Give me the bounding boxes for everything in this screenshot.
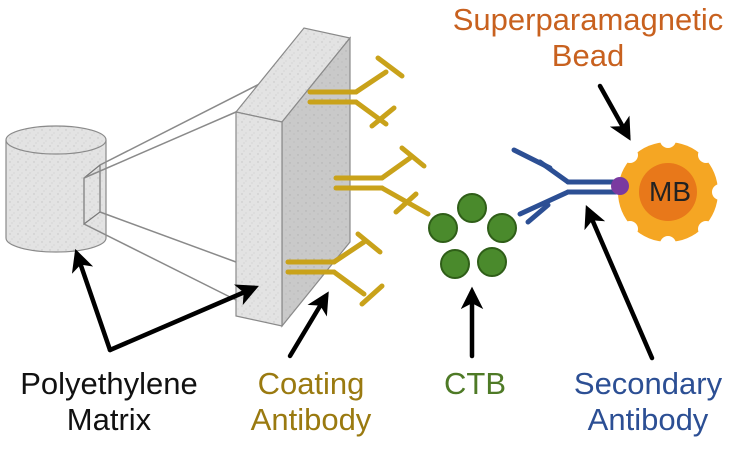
- label-superparamagnetic-bead: Superparamagnetic Bead: [438, 2, 738, 74]
- coating-antibody-2: [333, 145, 431, 217]
- label-polyethylene: Polyethylene: [20, 366, 198, 401]
- coating-antibody-3: [285, 231, 385, 307]
- arrow-coating: [287, 291, 329, 359]
- label-secondary-antibody: Secondary Antibody: [548, 366, 748, 438]
- label-ctb: CTB: [430, 366, 520, 402]
- matrix-slab: [234, 27, 352, 328]
- arrow-secondary: [584, 205, 655, 361]
- polyethylene-cylinder: [5, 125, 107, 253]
- label-bead: Bead: [551, 38, 625, 73]
- label-matrix: Matrix: [66, 402, 152, 437]
- label-secondary-antibody-word: Antibody: [587, 402, 709, 437]
- label-secondary: Secondary: [573, 366, 723, 401]
- arrow-matrix-slab: [107, 284, 259, 353]
- ctb-pentamer: [428, 193, 517, 279]
- coating-antibody-1: [307, 55, 405, 129]
- secondary-antibody: [511, 147, 619, 225]
- label-coating-antibody: Coating Antibody: [232, 366, 390, 438]
- arrow-bead: [597, 83, 631, 141]
- label-coating: Coating: [257, 366, 365, 401]
- magnetic-bead: [611, 132, 728, 252]
- label-ctb-text: CTB: [444, 366, 506, 401]
- arrow-matrix-cylinder: [71, 248, 113, 353]
- label-superparamagnetic: Superparamagnetic: [452, 2, 724, 37]
- label-polyethylene-matrix: Polyethylene Matrix: [0, 366, 218, 438]
- bead-label-mb: MB: [649, 176, 691, 207]
- arrows: [71, 83, 655, 361]
- label-coating-antibody-word: Antibody: [250, 402, 372, 437]
